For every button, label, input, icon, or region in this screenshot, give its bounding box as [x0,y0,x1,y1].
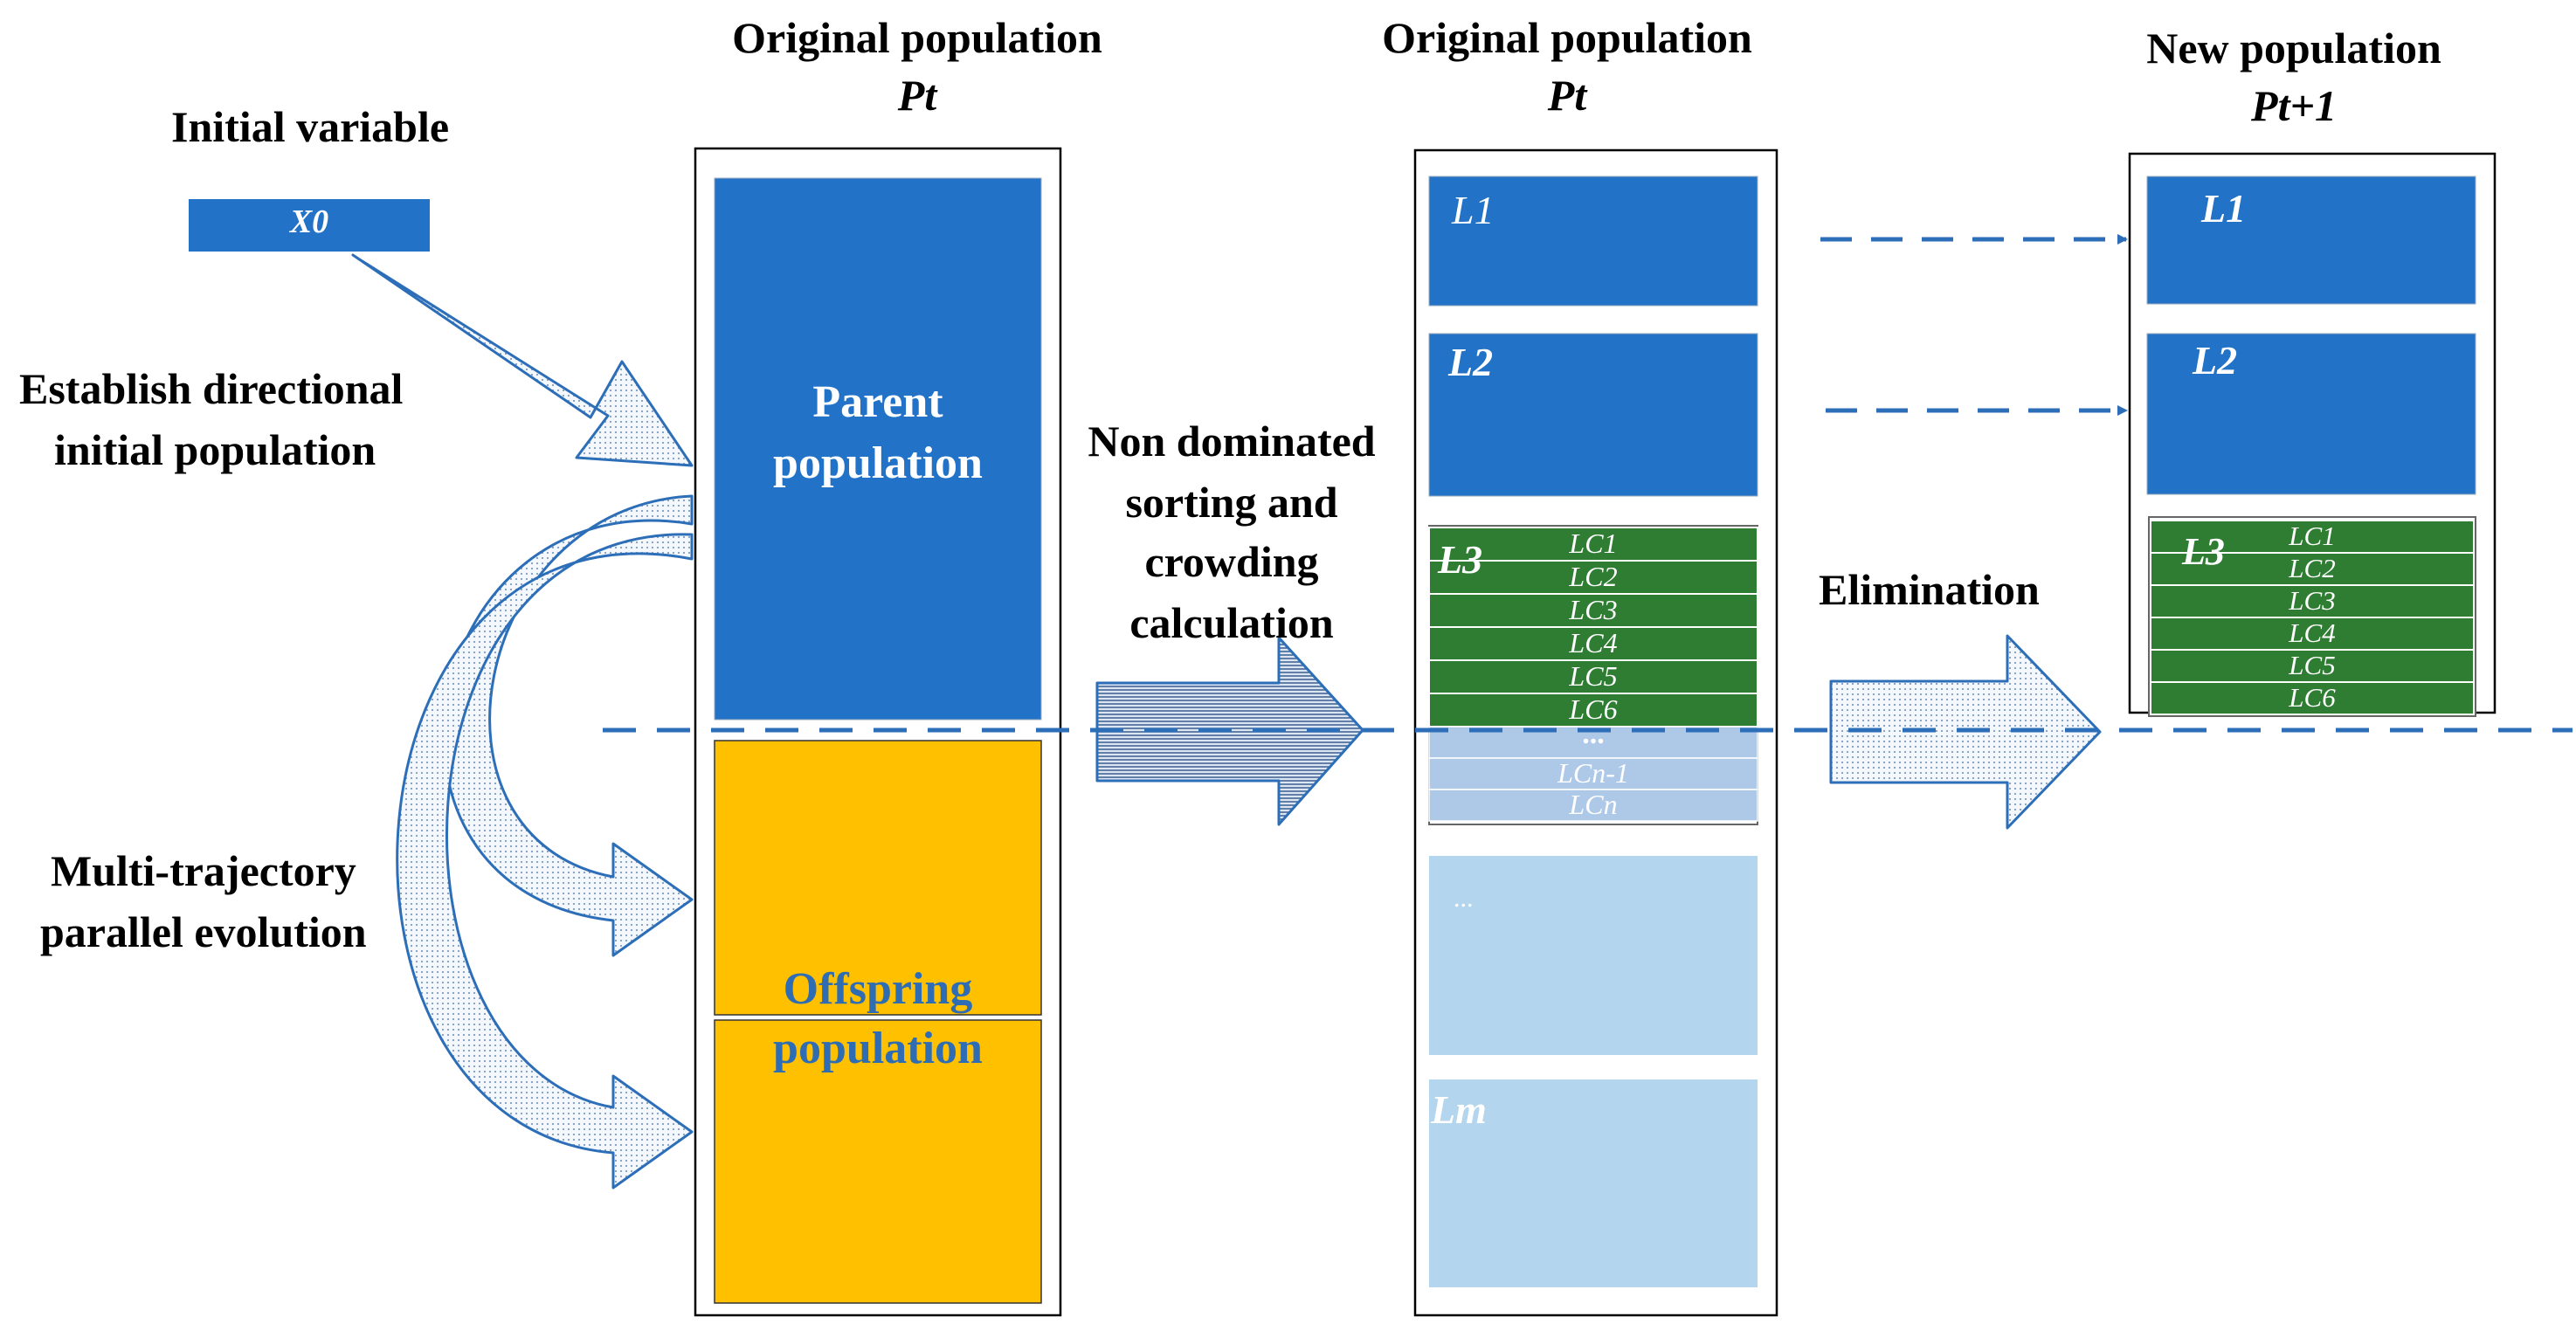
multi-label-line2: parallel evolution [40,907,367,956]
col2-subtitle: Pt [1547,71,1587,120]
col3-l1-box [2146,176,2476,305]
col3-lc-label: LC6 [2289,682,2336,714]
col2-l3-label: L3 [1438,537,1483,582]
col2-lcn-label: LCn [1569,789,1618,820]
col2-dots-label: ... [1454,884,1474,913]
offspring-label-line1: Offspring [783,964,973,1014]
sorting-label-line1: Non dominated [1088,417,1376,465]
col3-lc-bar [2150,520,2475,554]
col2-lc-label: LC6 [1569,693,1618,726]
col2-lcn1-bar [1428,757,1758,790]
establish-label-line2: initial population [54,425,376,474]
col2-lm-label: Lm [1431,1087,1487,1132]
col2-lcn-bar [1428,789,1758,822]
col2-lc-label: LC1 [1569,528,1618,560]
col3-lc-label: LC5 [2289,650,2336,681]
col2-lc-bar [1428,626,1758,661]
parent-label-line2: population [773,438,983,488]
parent-population-box [714,177,1042,721]
col2-dots-box [1429,856,1758,1055]
initial-variable-heading: Initial variable [171,102,450,151]
col2-lc-bar [1428,693,1758,728]
col3-title: New population [2146,24,2441,72]
col2-lc-label: LC2 [1569,561,1618,593]
establish-arrow [351,253,694,467]
sorting-label-line4: calculation [1129,598,1334,647]
col2-title: Original population [1382,13,1752,62]
col3-l2-label: L2 [2193,338,2238,383]
offspring-box-upper [714,740,1042,1016]
col3-l3-label: L3 [2182,530,2225,573]
sorting-label-line2: sorting and [1125,478,1338,527]
offspring-box-lower [714,1019,1042,1304]
col3-l1-label: L1 [2201,186,2247,231]
col2-l1-label: L1 [1452,188,1495,232]
col3-lc-label: LC1 [2289,521,2336,552]
col2-lc-bar [1428,560,1758,595]
x0-box [189,199,430,252]
col3-l2-box [2146,333,2476,495]
col2-lm-box [1429,1079,1758,1287]
offspring-label-line2: population [773,1024,983,1073]
col2-lc-label: LC5 [1569,660,1618,693]
col3-subtitle: Pt+1 [2251,81,2337,130]
col3-lc-label: LC2 [2289,553,2336,584]
establish-label-line1: Establish directional [19,364,404,413]
col2-lc-label: LC4 [1569,627,1618,659]
parent-label-line1: Parent [812,377,943,427]
col1-subtitle: Pt [897,71,937,120]
col3-lc-label: LC4 [2289,617,2336,649]
x0-label: X0 [289,203,329,240]
sorting-label-line3: crowding [1144,537,1319,586]
col2-lc-bar [1428,527,1758,562]
col3-lc-bar [2150,681,2475,715]
multi-label-line1: Multi-trajectory [51,846,356,895]
col2-lcn1-label: LCn-1 [1557,757,1629,789]
col2-ellipsis-label: ... [1582,718,1605,750]
elimination-label: Elimination [1819,565,2040,614]
col1-title: Original population [732,13,1102,62]
col2-lc-label: LC3 [1569,594,1618,626]
col2-l2-label: L2 [1448,340,1494,384]
col2-l1-box [1428,176,1758,307]
col3-lc-label: LC3 [2289,585,2336,617]
col3-lc-bar [2150,617,2475,651]
col2-l2-box [1428,333,1758,497]
evolution-arrow-lower [396,533,694,1190]
col3-lc-bar [2150,584,2475,618]
